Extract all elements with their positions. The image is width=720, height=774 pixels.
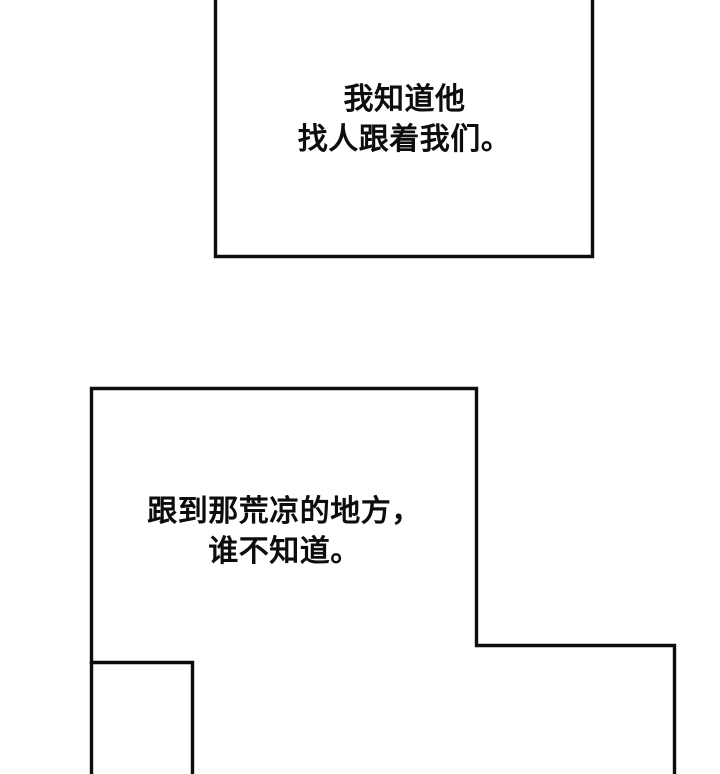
panel-1-caption: 我知道他 找人跟着我们。	[297, 82, 512, 157]
panel-2-border-main	[89, 386, 677, 774]
panel-2-border-left-step	[89, 660, 195, 774]
panel-2-caption: 跟到那荒凉的地方， 谁不知道。	[147, 494, 422, 569]
